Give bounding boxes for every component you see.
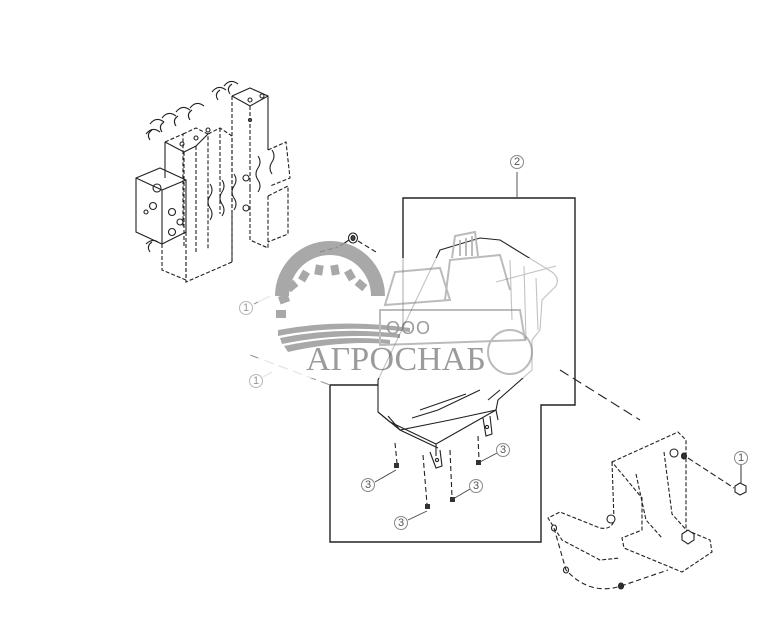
control-valve-block bbox=[135, 80, 291, 283]
callout-2-tank-assembly[interactable]: 2 bbox=[510, 155, 524, 169]
watermark-prefix: ООО bbox=[386, 318, 431, 338]
svg-text:3: 3 bbox=[398, 517, 404, 529]
svg-text:1: 1 bbox=[253, 375, 259, 387]
callout-1-bolt-right[interactable]: 1 bbox=[734, 451, 748, 465]
item-3-bolts bbox=[394, 435, 480, 505]
gear-icon bbox=[275, 241, 385, 318]
callout-1-left-lower[interactable]: 1 bbox=[249, 374, 263, 388]
callouts: 1 1 1 2 3 3 3 3 bbox=[239, 155, 748, 530]
svg-text:1: 1 bbox=[738, 452, 744, 464]
item-3-leaders bbox=[374, 452, 498, 521]
svg-text:1: 1 bbox=[243, 302, 249, 314]
callout-3-a[interactable]: 3 bbox=[361, 478, 375, 492]
callout-3-b[interactable]: 3 bbox=[496, 443, 510, 457]
watermark: ООО АГРОСНАБ bbox=[258, 230, 558, 378]
mounting-bracket bbox=[547, 431, 747, 590]
callout-1-left-upper[interactable]: 1 bbox=[239, 301, 253, 315]
svg-text:2: 2 bbox=[514, 156, 520, 168]
svg-text:3: 3 bbox=[500, 444, 506, 456]
callout-3-c[interactable]: 3 bbox=[469, 479, 483, 493]
callout-3-d[interactable]: 3 bbox=[394, 516, 408, 530]
combine-harvester-icon bbox=[379, 230, 533, 375]
svg-text:3: 3 bbox=[365, 479, 371, 491]
svg-text:3: 3 bbox=[473, 480, 479, 492]
item-3-bolt-heads bbox=[394, 460, 481, 509]
alignment-line bbox=[559, 369, 641, 421]
watermark-company: АГРОСНАБ bbox=[306, 341, 486, 378]
